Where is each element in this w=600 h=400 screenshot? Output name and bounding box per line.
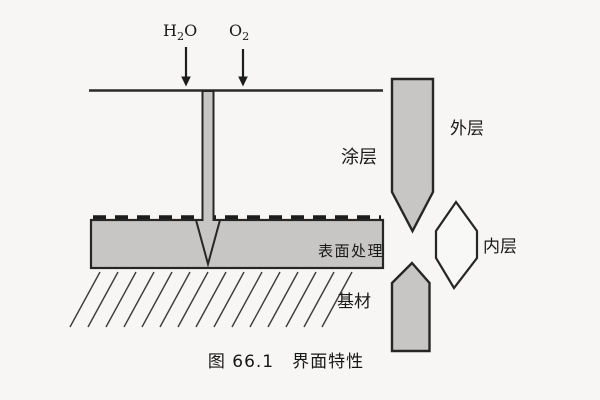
hatch-line xyxy=(159,271,191,328)
o2-base: O xyxy=(229,21,243,40)
hatch-line xyxy=(87,271,119,328)
hatch-line xyxy=(249,271,281,328)
o2-label: O2 xyxy=(229,21,249,43)
hatch-line xyxy=(267,271,299,328)
o2-arrow-head xyxy=(238,76,248,87)
hatch-line xyxy=(141,271,173,328)
outer-layer-arrow-shape xyxy=(390,77,435,234)
hatch-line xyxy=(321,271,353,328)
hatch-line xyxy=(69,271,101,328)
o2-arrow-icon xyxy=(238,49,248,87)
hatch-line xyxy=(177,271,209,328)
hatch-line xyxy=(123,271,155,328)
inner-layer-hexagon-shape xyxy=(434,200,479,290)
h2o-arrow-icon xyxy=(181,47,191,87)
penetration-arrow-icon xyxy=(194,90,222,268)
substrate-label: 基材 xyxy=(337,292,371,312)
surface-treatment-label: 表面处理 xyxy=(318,242,385,260)
h2o-subscript: 2 xyxy=(176,30,185,44)
hatch-line xyxy=(195,271,227,328)
hatch-line xyxy=(303,271,335,328)
hatch-line xyxy=(231,271,263,328)
outer-layer-label: 外层 xyxy=(450,119,484,139)
substrate-hatching xyxy=(69,271,353,328)
coating-label: 涂层 xyxy=(341,147,377,168)
inner-layer-up-arrow-shape xyxy=(390,261,431,353)
h2o-arrow-head xyxy=(181,76,191,87)
hatch-line xyxy=(285,271,317,328)
h2o-label: H2O xyxy=(163,21,198,43)
h2o-tail: O xyxy=(184,21,198,40)
o2-subscript: 2 xyxy=(242,30,250,44)
hatch-line xyxy=(213,271,245,328)
hatch-line xyxy=(105,271,137,328)
inner-layer-label: 内层 xyxy=(483,237,517,257)
h2o-base: H xyxy=(163,21,177,40)
surface-treatment-layer xyxy=(89,218,385,270)
figure-caption: 图 66.1 界面特性 xyxy=(207,352,365,372)
